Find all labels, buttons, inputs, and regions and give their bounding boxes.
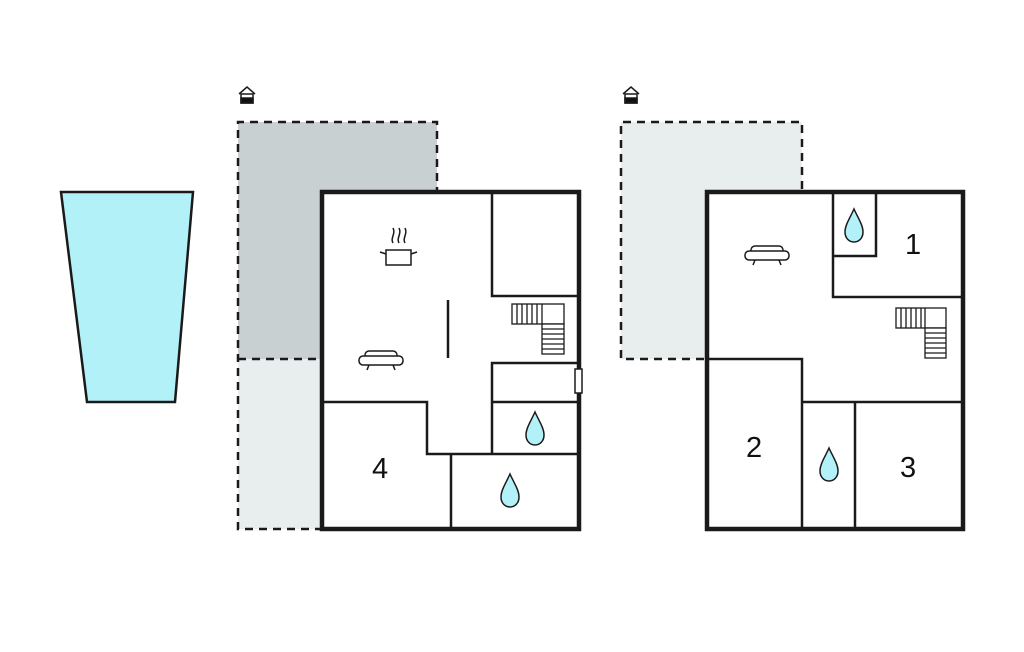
room-label-2: 2 <box>746 432 762 464</box>
open-terrace <box>238 359 322 529</box>
ground-floor: 4 <box>236 86 583 532</box>
room-label-4: 4 <box>372 453 388 485</box>
staircase-icon <box>511 303 565 355</box>
room-label-1: 1 <box>905 229 921 261</box>
house-entrance-icon <box>238 86 256 104</box>
staircase-icon <box>895 307 947 359</box>
balcony-outline <box>619 120 804 361</box>
upper-floor-interior-walls <box>707 192 963 529</box>
terrace-outline <box>236 120 439 531</box>
pool <box>59 190 195 404</box>
side-door <box>574 368 583 394</box>
ground-floor-interior-walls <box>322 192 579 529</box>
upper-floor: 1 2 3 <box>619 86 966 532</box>
cooking-pot-icon <box>379 227 418 266</box>
house-entrance-icon <box>622 86 640 104</box>
room-label-3: 3 <box>900 452 916 484</box>
